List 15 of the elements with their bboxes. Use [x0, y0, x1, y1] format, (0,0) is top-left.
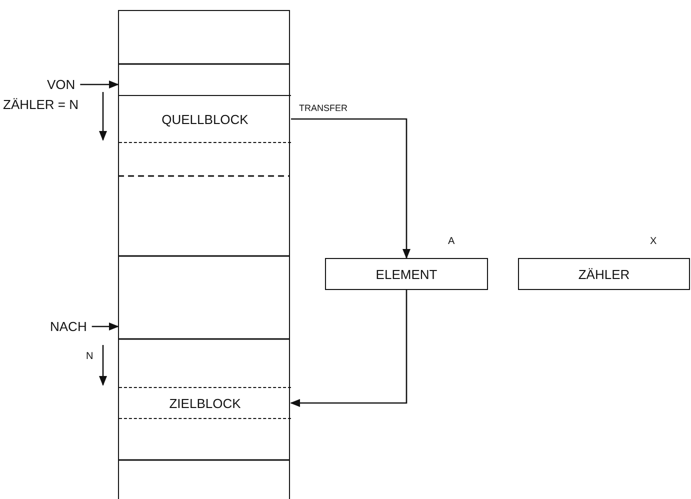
- pointer-label: VON: [47, 77, 76, 92]
- arrow: [290, 290, 408, 407]
- register-box: ZÄHLER: [518, 258, 690, 290]
- register-address: A: [448, 235, 455, 249]
- register-box: ELEMENT: [325, 258, 488, 290]
- memory-block: QUELLBLOCK: [119, 95, 291, 143]
- arrow: [80, 80, 119, 88]
- arrow: [291, 118, 410, 259]
- memory-block: ZIELBLOCK: [119, 387, 291, 419]
- count-label: ZÄHLER = N: [3, 97, 78, 112]
- memory-column: [118, 10, 290, 499]
- count-label: N: [86, 350, 94, 364]
- pointer-label: NACH: [50, 319, 87, 334]
- arrow: [92, 322, 119, 330]
- register-address: X: [650, 235, 657, 249]
